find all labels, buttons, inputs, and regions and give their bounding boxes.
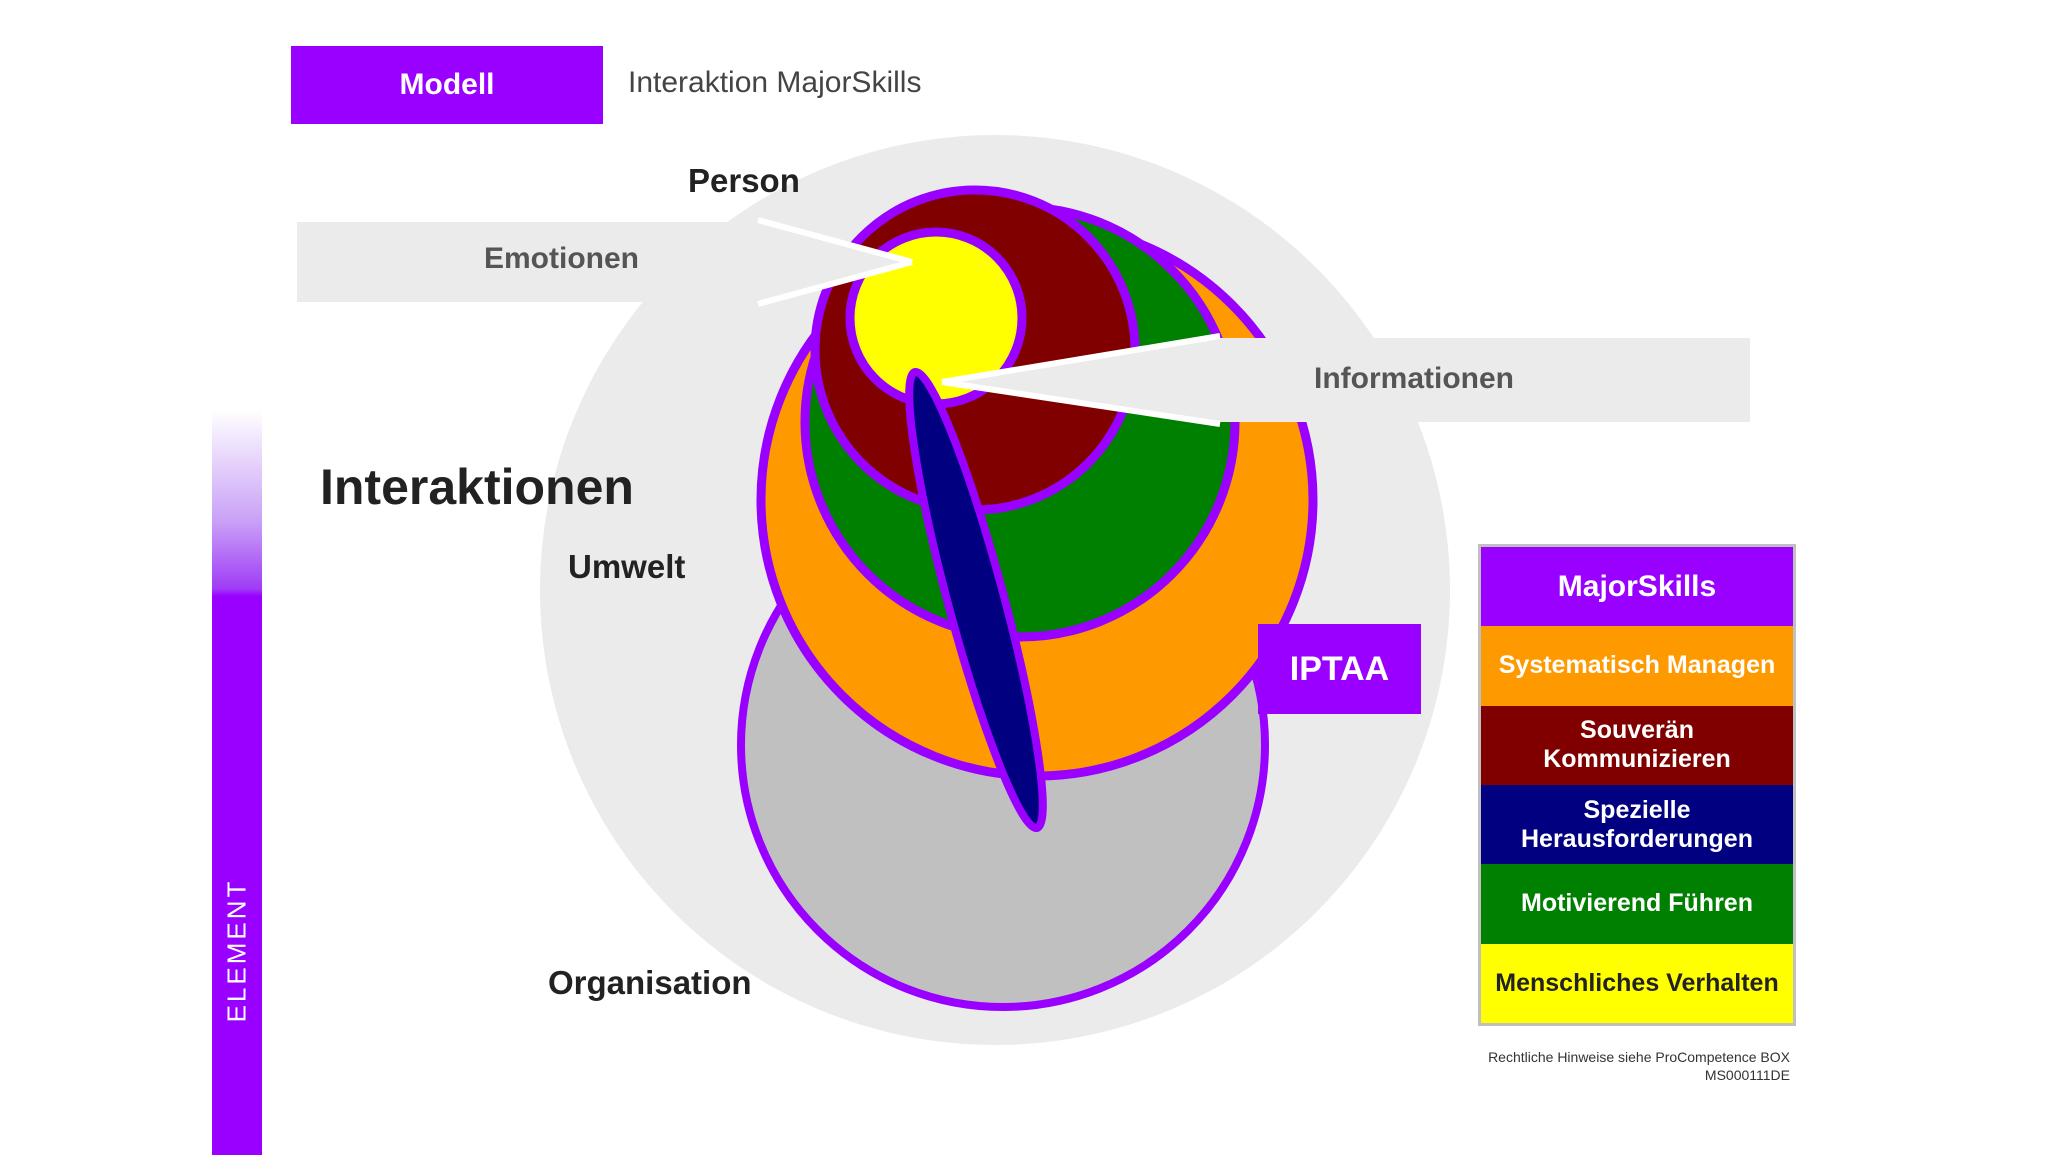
iptaa-label: IPTAA [1289, 649, 1390, 688]
label-informationen: Informationen [1314, 362, 1514, 395]
footer-legal: Rechtliche Hinweise siehe ProCompetence … [1488, 1049, 1790, 1065]
label-person: Person [688, 162, 800, 199]
informationen-callout-edge [941, 379, 1221, 427]
emotionen-callout-edge [757, 217, 913, 265]
majorskills-legend: MajorSkills Systematisch Managen Souverä… [1478, 544, 1796, 1026]
spezielle-herausforderungen-ellipse [905, 367, 1047, 833]
emotionen-callout [297, 222, 910, 302]
informationen-callout-edge [941, 333, 1221, 385]
emotionen-callout-edge [757, 259, 913, 307]
legend-title: MajorSkills [1481, 547, 1793, 627]
footer-code: MS000111DE [1704, 1067, 1790, 1083]
label-interaktionen: Interaktionen [320, 459, 634, 515]
iptaa-box [1258, 624, 1421, 714]
side-accent-bar [212, 410, 262, 1155]
footer-note: Rechtliche Hinweise siehe ProCompetence … [1300, 1048, 1790, 1084]
legend-item-souveraen-kommunizieren: Souverän Kommunizieren [1481, 705, 1793, 785]
label-organisation: Organisation [548, 964, 752, 1001]
legend-item-menschliches-verhalten: Menschliches Verhalten [1481, 943, 1793, 1023]
legend-item-spezielle-herausforderungen: Spezielle Herausforderungen [1481, 784, 1793, 865]
legend-item-motivierend-fuehren: Motivierend Führen [1481, 864, 1793, 944]
page-title: Interaktion MajorSkills [628, 66, 922, 99]
modell-badge: Modell [291, 46, 603, 124]
label-umwelt: Umwelt [568, 548, 686, 585]
label-emotionen: Emotionen [484, 242, 639, 275]
informationen-callout [942, 338, 1750, 422]
legend-item-systematisch-managen: Systematisch Managen [1481, 626, 1793, 706]
